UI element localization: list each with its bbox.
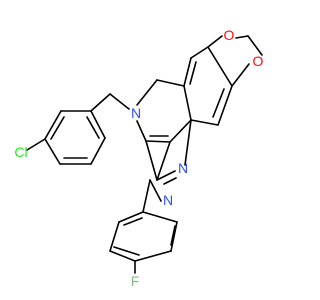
- chlorine-atom-label: Cl: [14, 144, 27, 160]
- nitrogen-atom-label: N: [163, 192, 173, 208]
- nitrogen-atom-label: N: [178, 160, 188, 176]
- bond: [145, 140, 158, 181]
- bond: [142, 211, 178, 223]
- fluorine-atom-label: F: [131, 273, 140, 289]
- bond: [134, 250, 172, 262]
- oxygen-atom-label: O: [224, 27, 235, 43]
- bond: [109, 221, 120, 252]
- bond: [231, 63, 250, 87]
- bond: [190, 46, 209, 59]
- bond: [212, 88, 225, 118]
- bond: [50, 116, 65, 140]
- bond: [113, 246, 140, 256]
- bond: [90, 110, 106, 139]
- atom-label-layer: O O N Cl N N F: [14, 27, 263, 289]
- bond: [184, 119, 192, 166]
- bond: [207, 35, 223, 48]
- bond: [207, 46, 233, 87]
- bond: [109, 93, 130, 110]
- bond: [26, 138, 46, 151]
- bond: [170, 221, 178, 252]
- bond: [156, 170, 176, 181]
- bond: [217, 85, 233, 126]
- bond: [149, 179, 162, 202]
- bond: [183, 57, 192, 87]
- bond: [163, 177, 177, 185]
- bond: [235, 35, 249, 39]
- bond: [189, 61, 197, 85]
- oxygen-atom-label: O: [253, 53, 264, 69]
- bond: [170, 225, 176, 246]
- bond: [118, 211, 144, 223]
- bond: [44, 110, 62, 140]
- bond: [123, 217, 143, 226]
- molecule-structure: O O N Cl N N F: [14, 27, 263, 289]
- bond: [190, 119, 219, 126]
- bond: [247, 35, 263, 56]
- bond: [44, 138, 61, 165]
- bond: [109, 250, 136, 262]
- bond: [90, 93, 111, 112]
- bond: [136, 120, 147, 142]
- nitrogen-atom-label: N: [131, 105, 141, 121]
- bond-layer: [26, 35, 263, 274]
- bond: [86, 116, 100, 139]
- bond: [156, 141, 171, 181]
- bond: [136, 79, 158, 106]
- bond: [90, 137, 106, 165]
- bond: [142, 179, 151, 213]
- bond: [169, 119, 192, 143]
- bond: [183, 85, 192, 121]
- bond: [145, 140, 171, 143]
- bond: [156, 79, 185, 87]
